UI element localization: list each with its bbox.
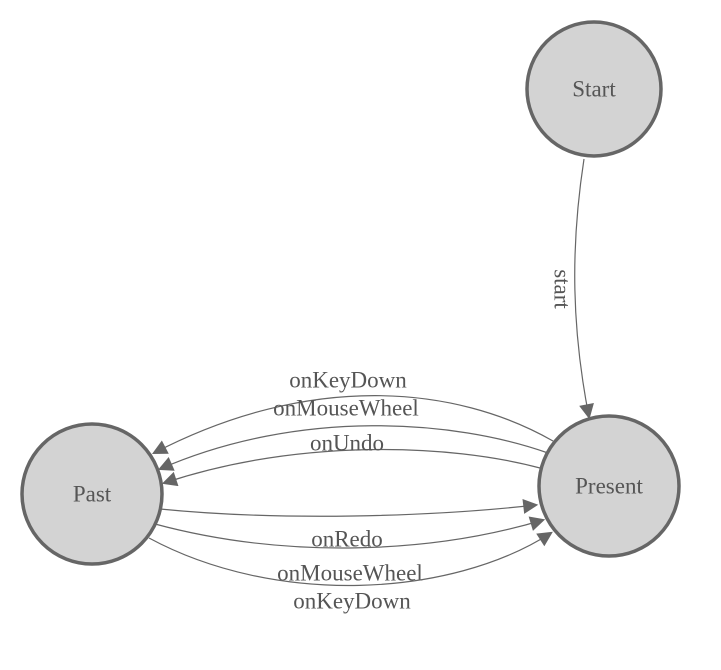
transition-present-to-past-onkeydown: onKeyDown — [152, 368, 554, 455]
transition-edge — [154, 516, 546, 549]
transition-past-to-present-onkeydown: onKeyDown — [148, 531, 553, 614]
transition-label: onKeyDown — [289, 368, 407, 393]
state-node-past: Past — [20, 422, 164, 566]
state-label: Past — [73, 482, 112, 507]
transition-label: onKeyDown — [293, 589, 411, 614]
transition-label: onMouseWheel — [277, 561, 423, 586]
transition-present-to-past-onundo: onUndo — [161, 431, 541, 487]
transition-edge — [159, 498, 539, 517]
transition-past-to-present-onredo: onRedo — [159, 498, 539, 552]
state-circle — [525, 20, 663, 158]
transition-edge — [152, 395, 554, 455]
state-node-start: Start — [525, 20, 663, 158]
transition-past-to-present-onmousewheel: onMouseWheel — [154, 516, 546, 586]
transition-present-to-past-onmousewheel: onMouseWheel — [157, 396, 549, 471]
transition-start-to-present-start: start — [550, 158, 594, 420]
transition-edge — [161, 448, 541, 487]
transition-edge — [157, 425, 549, 471]
state-label: Start — [572, 77, 616, 102]
state-node-present: Present — [537, 414, 681, 558]
transition-edge — [574, 158, 594, 420]
state-circle — [537, 414, 681, 558]
transition-edge — [148, 531, 553, 587]
state-label: Present — [575, 474, 643, 499]
transition-label: onUndo — [310, 431, 384, 456]
transition-label: onMouseWheel — [273, 396, 419, 421]
transition-label: start — [550, 269, 575, 309]
state-circle — [20, 422, 164, 566]
